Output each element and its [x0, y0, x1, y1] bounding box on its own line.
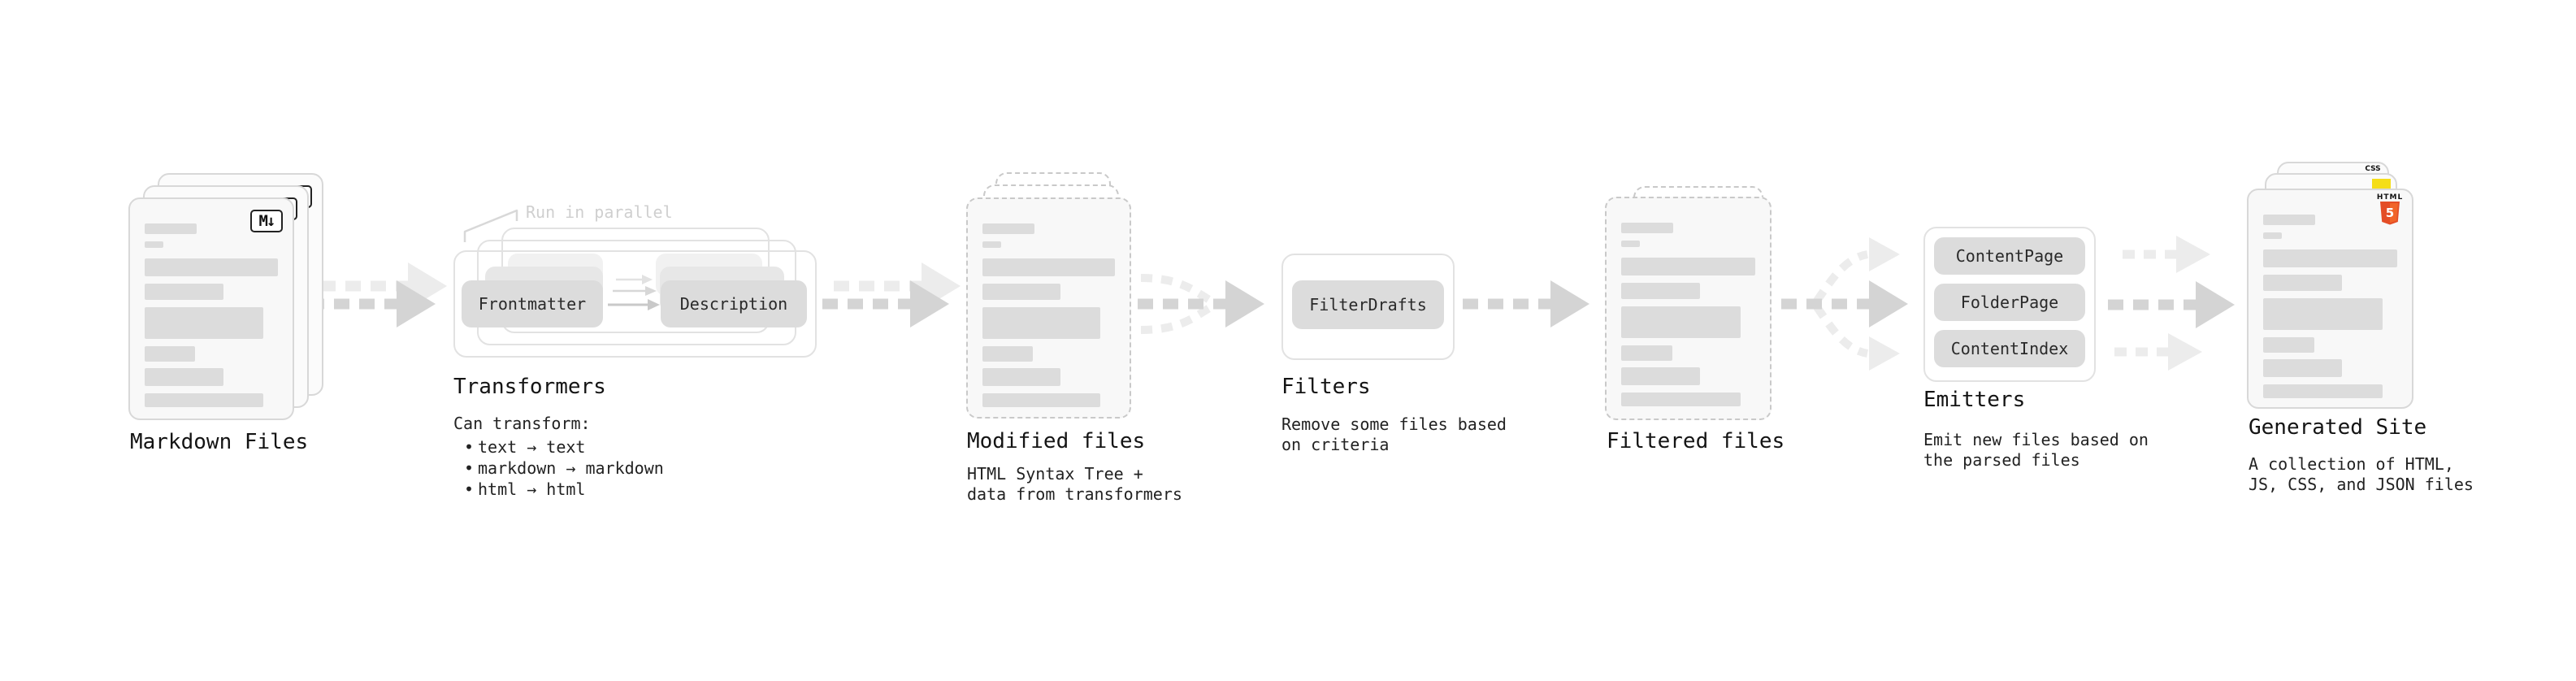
text-line-placeholder [1621, 258, 1755, 275]
document-text-placeholder [145, 223, 278, 407]
html-label: HTML [2376, 193, 2404, 202]
text-line-placeholder [1621, 306, 1741, 338]
list-item-label: text → text [478, 437, 586, 457]
text-line-placeholder [982, 241, 1001, 248]
stage-title: Markdown Files [130, 430, 309, 454]
text-line-placeholder [1621, 283, 1701, 299]
js-icon [2372, 179, 2391, 191]
markdown-icon: M↓ [250, 210, 283, 232]
text-line-placeholder [982, 284, 1061, 300]
emitter-pill-contentpage: ContentPage [1934, 237, 2085, 275]
text-line-placeholder [1621, 345, 1672, 361]
file-card: HTML 5 [2247, 189, 2413, 409]
filter-pill-filterdrafts: FilterDrafts [1292, 280, 1444, 329]
list-item: • text → text [460, 436, 664, 458]
stage-title: Filters [1281, 375, 1371, 399]
description-line: JS, CSS, and JSON files [2249, 475, 2474, 494]
document-text-placeholder [982, 223, 1115, 407]
html5-icon: HTML 5 [2376, 193, 2404, 225]
list-item-label: markdown → markdown [478, 458, 664, 478]
run-in-parallel-note: Run in parallel [526, 202, 673, 222]
text-line-placeholder [982, 346, 1033, 362]
text-line-placeholder [1621, 241, 1641, 247]
emitter-pill-contentindex: ContentIndex [1934, 330, 2085, 367]
stage-description: Remove some files based on criteria [1281, 414, 1507, 455]
list-item: • markdown → markdown [460, 458, 664, 479]
text-line-placeholder [145, 223, 197, 234]
description-line: A collection of HTML, [2249, 454, 2454, 474]
transformer-pill-frontmatter: Frontmatter [462, 280, 603, 327]
description-line: the parsed files [1923, 450, 2080, 470]
list-item: • html → html [460, 479, 664, 500]
arrow-filtered-to-emitters [1781, 237, 1908, 371]
text-line-placeholder [2263, 232, 2283, 239]
text-line-placeholder [2263, 359, 2343, 377]
transform-capabilities-list: • text → text • markdown → markdown • ht… [460, 436, 664, 500]
html5-digit: 5 [2386, 206, 2394, 220]
file-card [1605, 197, 1772, 420]
text-line-placeholder [145, 346, 196, 362]
description-line: Remove some files based [1281, 414, 1507, 434]
stage-title: Filtered files [1607, 429, 1785, 453]
stage-title: Emitters [1923, 388, 2026, 412]
text-line-placeholder [145, 368, 223, 386]
arrow-markdown-to-transformers [309, 262, 447, 327]
text-line-placeholder [1621, 367, 1701, 385]
arrow-filters-to-filtered [1463, 280, 1589, 327]
text-line-placeholder [2263, 249, 2397, 267]
text-line-placeholder [2263, 215, 2316, 225]
text-line-placeholder [982, 368, 1061, 386]
text-line-placeholder [145, 307, 263, 339]
text-line-placeholder [982, 258, 1115, 276]
text-line-placeholder [145, 284, 223, 300]
transformer-box-front [453, 250, 817, 358]
css-label: CSS [2365, 165, 2381, 173]
arrow-modified-to-filters [1138, 274, 1264, 334]
stage-title: Generated Site [2249, 415, 2427, 440]
description-line: on criteria [1281, 435, 1390, 454]
text-line-placeholder [2263, 384, 2383, 398]
stage-title: Transformers [453, 375, 606, 399]
arrows-emitters-to-site [2108, 236, 2235, 371]
text-line-placeholder [2263, 275, 2343, 291]
text-line-placeholder [145, 393, 263, 407]
stage-description: Emit new files based on the parsed files [1923, 430, 2149, 471]
description-line: data from transformers [967, 484, 1182, 504]
text-line-placeholder [982, 223, 1034, 234]
text-line-placeholder [145, 258, 278, 276]
transformer-pill-description: Description [661, 280, 807, 327]
bullet-icon: • [463, 479, 475, 499]
document-text-placeholder [1621, 223, 1755, 406]
text-line-placeholder [1621, 393, 1741, 406]
stage-description: HTML Syntax Tree + data from transformer… [967, 464, 1182, 505]
text-line-placeholder [1621, 223, 1674, 233]
text-line-placeholder [982, 393, 1101, 407]
html5-shield: 5 [2380, 202, 2400, 225]
stage-description: Can transform: [453, 414, 591, 433]
file-card [966, 197, 1131, 419]
text-line-placeholder [2263, 337, 2314, 353]
bullet-icon: • [463, 458, 475, 478]
stage-title: Modified files [967, 429, 1146, 453]
file-card: M↓ [128, 197, 294, 420]
description-line: HTML Syntax Tree + [967, 464, 1143, 484]
emitter-pill-folderpage: FolderPage [1934, 284, 2085, 321]
document-text-placeholder [2263, 215, 2397, 398]
description-line: Emit new files based on [1923, 430, 2149, 449]
bullet-icon: • [463, 437, 475, 457]
text-line-placeholder [982, 307, 1101, 339]
list-item-label: html → html [478, 479, 586, 499]
arrow-transformers-to-modified [822, 262, 961, 327]
text-line-placeholder [2263, 298, 2383, 330]
stage-description: A collection of HTML, JS, CSS, and JSON … [2249, 454, 2474, 495]
text-line-placeholder [145, 241, 163, 248]
